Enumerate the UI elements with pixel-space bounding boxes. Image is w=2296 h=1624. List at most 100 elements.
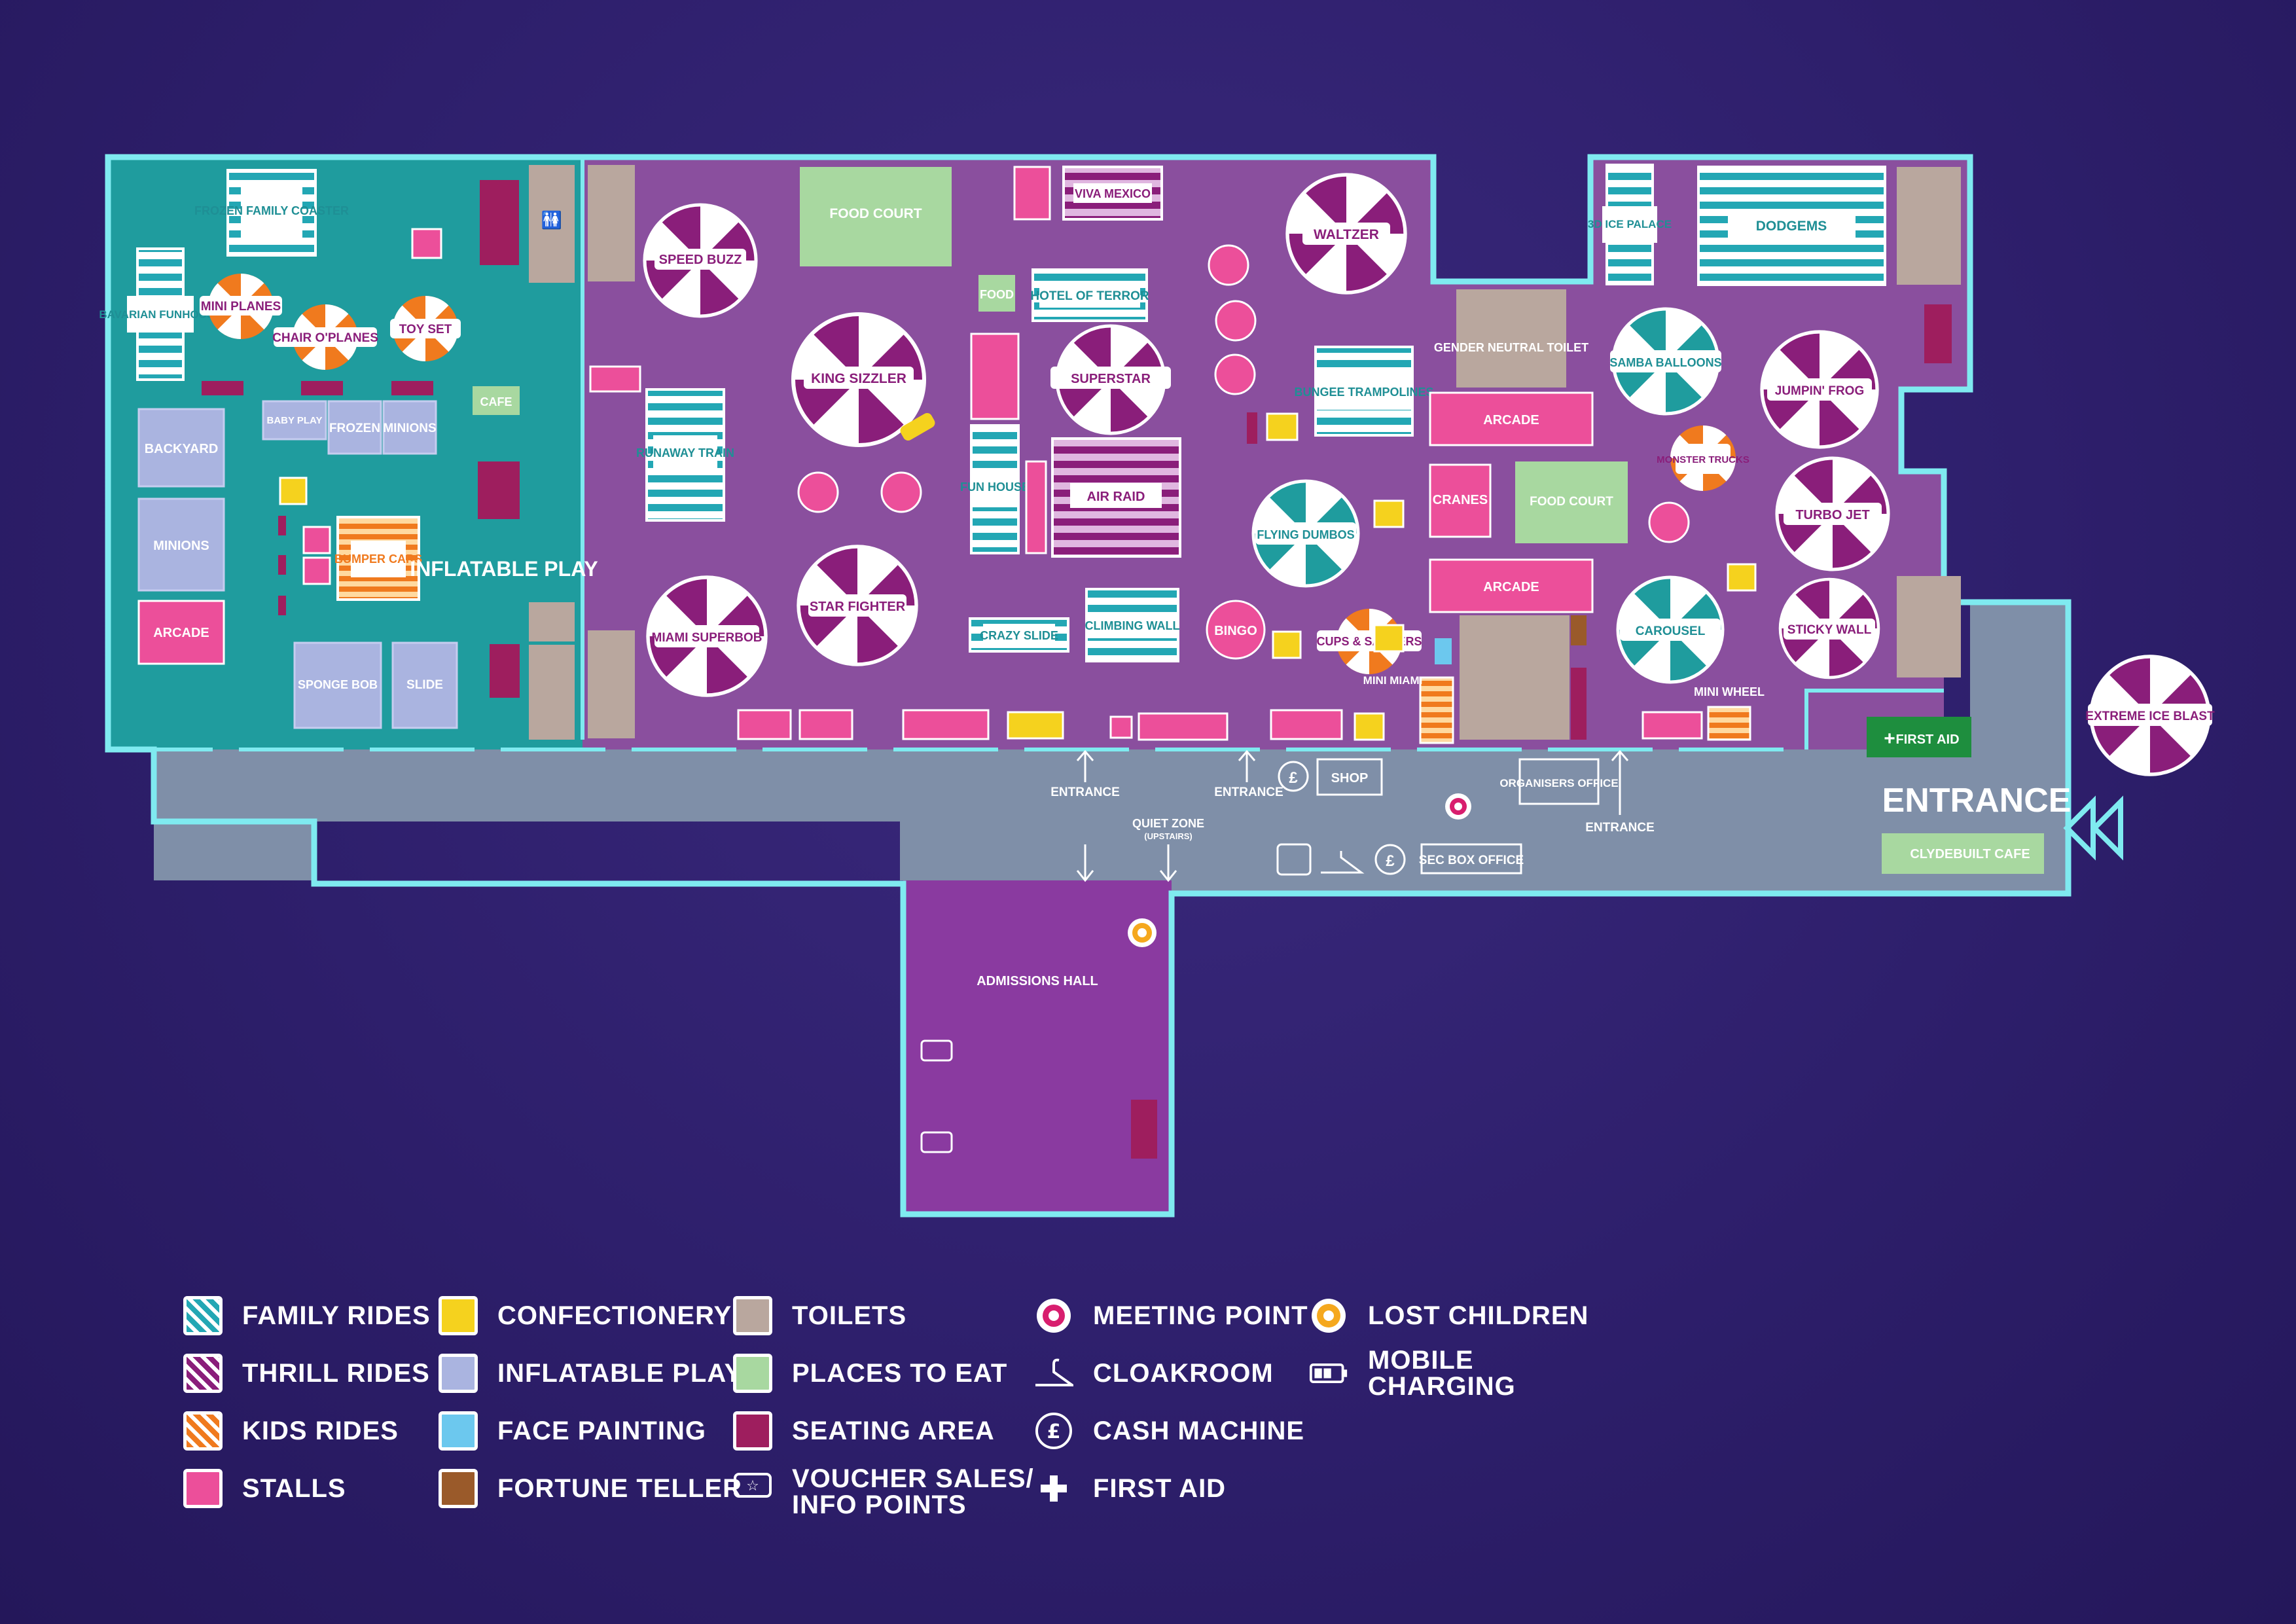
bingo[interactable]: [1206, 600, 1266, 660]
minions-small-inflatable[interactable]: [382, 400, 437, 455]
chair-o-planes-label: CHAIR O'PLANES: [272, 331, 378, 345]
organisers-office[interactable]: [1518, 758, 1600, 805]
sec-box-office-label: SEC BOX OFFICE: [1419, 854, 1524, 867]
mini-planes[interactable]: MINI PLANES: [200, 273, 282, 340]
air-raid[interactable]: AIR RAID: [1051, 437, 1181, 558]
cloakroom-icon: [1034, 1354, 1073, 1393]
legend-cloakroom: CLOAKROOM: [1034, 1350, 1274, 1396]
admissions-hall-label: ADMISSIONS HALL: [977, 974, 1098, 988]
first-aid[interactable]: [1867, 717, 1971, 757]
kids-rides-swatch: [183, 1411, 223, 1451]
sec-box-office[interactable]: [1420, 843, 1522, 875]
toilets[interactable]: [1897, 167, 1961, 285]
entrance-chevron-icon[interactable]: [2063, 795, 2123, 861]
runaway-train[interactable]: RUNAWAY TRAIN: [636, 388, 734, 522]
cafe[interactable]: [473, 386, 520, 415]
legend-label: MOBILE CHARGING: [1368, 1346, 1516, 1401]
mini-wheel[interactable]: [1707, 706, 1751, 741]
stall: [302, 556, 331, 585]
monster-trucks[interactable]: MONSTER TRUCKS: [1657, 425, 1749, 492]
clydebuilt-cafe[interactable]: [1882, 833, 2044, 874]
cranes[interactable]: [1429, 463, 1492, 538]
jumpin-frog[interactable]: JUMPIN' FROG: [1762, 332, 1877, 447]
waltzer[interactable]: WALTZER: [1287, 175, 1405, 293]
entrance-3-arrow[interactable]: [1611, 749, 1629, 815]
extreme-ice-blast[interactable]: EXTREME ICE BLAST: [2085, 657, 2215, 774]
climbing-wall[interactable]: CLIMBING WALL: [1085, 588, 1180, 662]
toilets[interactable]: [588, 630, 635, 738]
bavarian-funhouse[interactable]: BAVARIAN FUNHOUSE: [99, 247, 222, 381]
slide[interactable]: [391, 641, 458, 729]
dodgems[interactable]: DODGEMS: [1697, 166, 1886, 286]
gender-neutral-toilet[interactable]: [1456, 289, 1566, 388]
toilets[interactable]: [1460, 615, 1570, 740]
shop[interactable]: [1316, 758, 1383, 796]
bumper-cars[interactable]: BUMPER CARS: [334, 516, 422, 601]
minions-inflatable[interactable]: [137, 497, 225, 592]
seating-area: [278, 555, 286, 575]
viva-mexico[interactable]: VIVA MEXICO: [1062, 166, 1163, 221]
mini-miami[interactable]: [1419, 676, 1454, 744]
crazy-slide[interactable]: CRAZY SLIDE: [969, 617, 1069, 653]
legend-stalls: STALLS: [183, 1466, 346, 1511]
seating-area: [301, 381, 343, 395]
toy-set-label: TOY SET: [399, 323, 452, 336]
toilets[interactable]: [588, 165, 635, 281]
gender-neutral-toilet-label: GENDER NEUTRAL TOILET: [1434, 341, 1588, 354]
carousel[interactable]: CAROUSEL: [1618, 577, 1723, 682]
backyard[interactable]: [137, 408, 225, 488]
samba-balloons[interactable]: SAMBA BALLOONS: [1609, 309, 1722, 414]
legend-thrill-rides: THRILL RIDES: [183, 1350, 430, 1396]
confectionery: [900, 413, 935, 441]
legend-label: KIDS RIDES: [242, 1416, 399, 1445]
minions-small-label: MINIONS: [383, 422, 436, 435]
flying-dumbos[interactable]: FLYING DUMBOS: [1253, 481, 1358, 586]
turbo-jet-label: TURBO JET: [1795, 508, 1869, 522]
hotel-of-terror[interactable]: HOTEL OF TERROR: [1030, 268, 1149, 322]
frozen-inflatable[interactable]: [327, 400, 382, 455]
toilets[interactable]: [1897, 576, 1961, 677]
entrance-2-arrow[interactable]: [1238, 749, 1256, 782]
arcade-left-label: ARCADE: [153, 626, 209, 640]
sponge-bob[interactable]: [293, 641, 382, 729]
lost-children-icon: [1309, 1296, 1348, 1335]
chair-o-planes[interactable]: CHAIR O'PLANES: [272, 304, 378, 370]
waltzer-label: WALTZER: [1314, 227, 1379, 242]
stall: [1208, 244, 1249, 286]
star-fighter[interactable]: STAR FIGHTER: [798, 547, 916, 664]
miami-superbob[interactable]: MIAMI SUPERBOB: [648, 577, 766, 695]
toy-set[interactable]: TOY SET: [390, 295, 461, 362]
runaway-train-label: RUNAWAY TRAIN: [636, 446, 734, 460]
speed-buzz[interactable]: SPEED BUZZ: [645, 205, 756, 316]
fun-house[interactable]: FUN HOUSE: [960, 424, 1030, 554]
food-court-right[interactable]: [1515, 461, 1628, 543]
food[interactable]: [978, 275, 1015, 312]
3d-ice-palace[interactable]: 3D ICE PALACE: [1588, 164, 1672, 285]
stall: [1215, 300, 1257, 342]
frozen-family-coaster[interactable]: FROZEN FAMILY COASTER: [194, 169, 349, 257]
king-sizzler[interactable]: KING SIZZLER: [793, 314, 924, 445]
entrance-1-arrow[interactable]: [1076, 749, 1094, 782]
entrance-2-label: ENTRANCE: [1214, 785, 1283, 799]
admissions-hall-floor: [903, 880, 1172, 1214]
minions-label: MINIONS: [153, 539, 209, 553]
toilets[interactable]: [529, 645, 575, 740]
map-legend: FAMILY RIDES THRILL RIDES KIDS RIDES STA…: [183, 1293, 1623, 1555]
stall: [797, 471, 839, 513]
arcade-left[interactable]: [137, 600, 225, 665]
sticky-wall[interactable]: STICKY WALL: [1780, 579, 1878, 677]
clydebuilt-cafe-label: CLYDEBUILT CAFE: [1910, 847, 2030, 861]
toilets[interactable]: [529, 165, 575, 283]
stall: [1109, 715, 1133, 739]
arcade-right-top[interactable]: [1429, 391, 1594, 446]
arcade-right-bottom[interactable]: [1429, 558, 1594, 613]
toilets[interactable]: [529, 602, 575, 641]
superstar[interactable]: SUPERSTAR: [1050, 326, 1171, 433]
stall: [1138, 712, 1229, 741]
bungee-trampolines[interactable]: BUNGEE TRAMPOLINES: [1294, 346, 1434, 437]
food-court-top[interactable]: [800, 167, 952, 266]
baby-play[interactable]: [262, 400, 327, 441]
seating-area: [1571, 668, 1587, 740]
turbo-jet[interactable]: TURBO JET: [1777, 458, 1888, 569]
mini-miami-label: MINI MIAMI: [1363, 674, 1423, 687]
